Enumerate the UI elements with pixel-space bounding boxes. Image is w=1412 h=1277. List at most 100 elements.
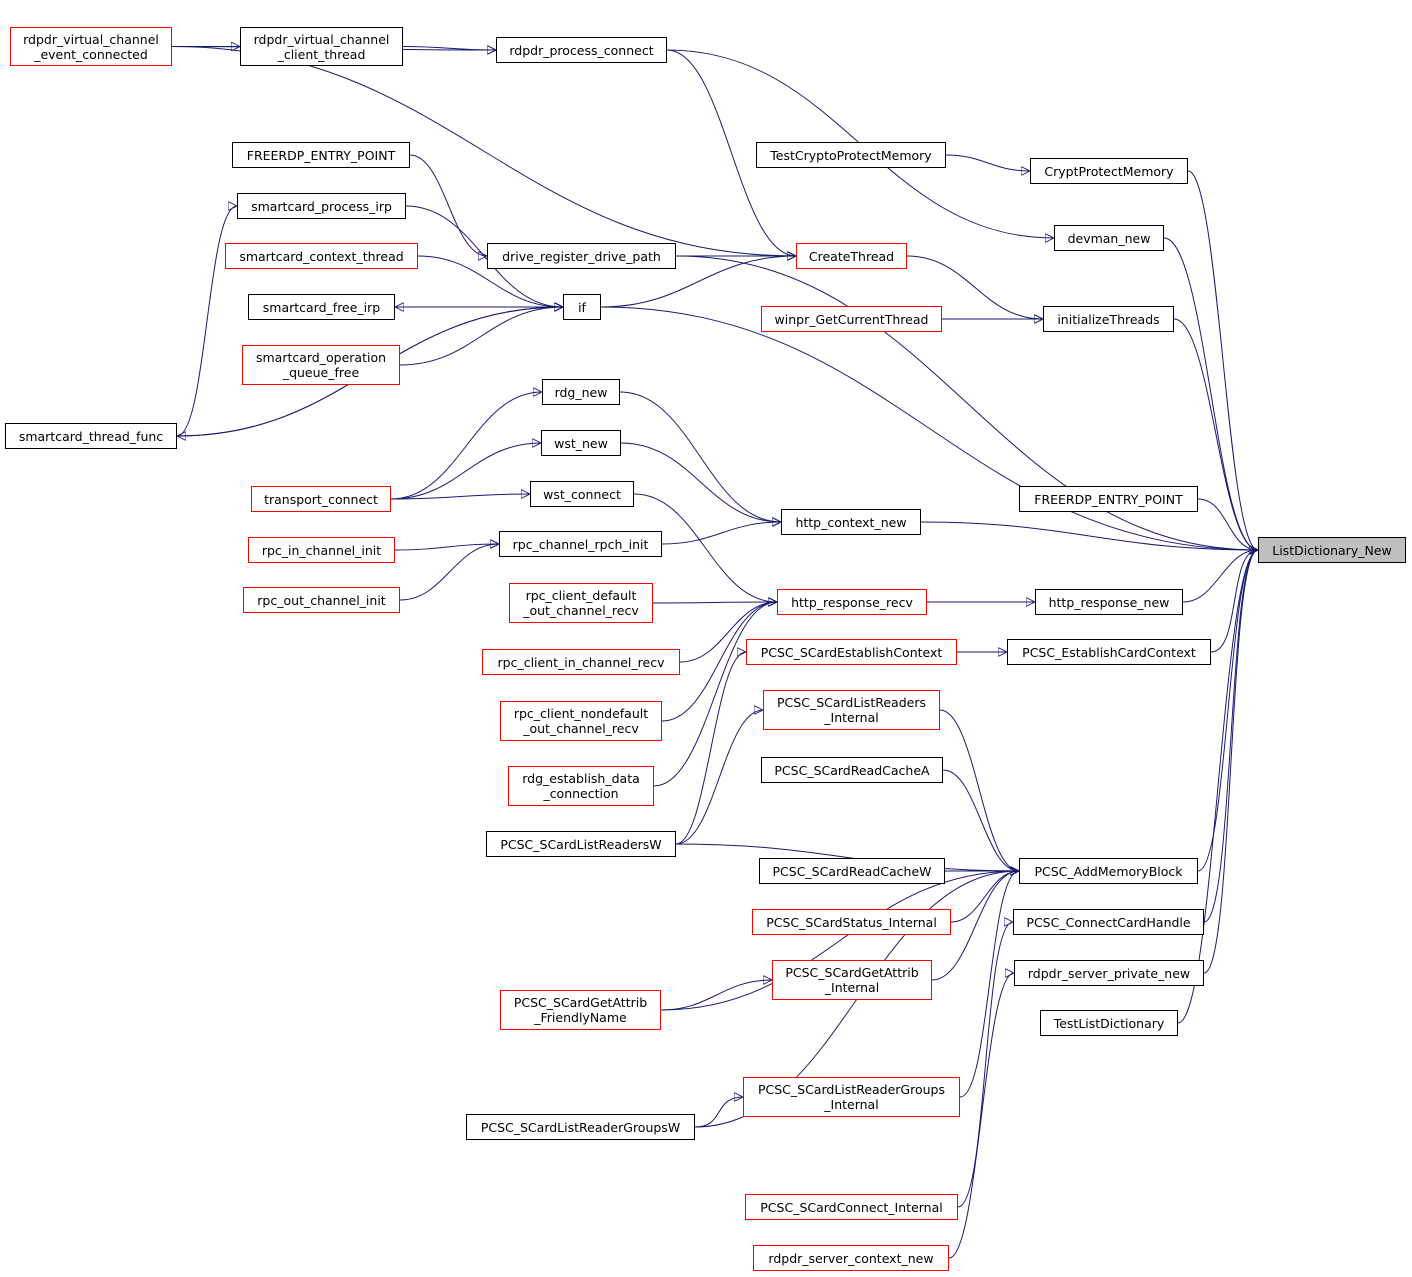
edge-test-crypto-protect-memory-to-crypt-protect-memory	[945, 154, 1030, 171]
node-pcsc-scard-list-reader-groups-internal[interactable]: PCSC_SCardListReaderGroups _Internal	[743, 1077, 960, 1117]
node-rdg-establish-data-connection[interactable]: rdg_establish_data _connection	[508, 766, 654, 806]
edge-pcsc-scard-read-cache-a-to-pcsc-add-memory-block	[942, 769, 1019, 871]
node-rdpdr-server-private-new[interactable]: rdpdr_server_private_new	[1014, 960, 1204, 986]
edge-pcsc-scard-status-internal-to-pcsc-add-memory-block	[950, 871, 1019, 923]
edge-rpc-channel-rpch-init-to-http-context-new	[661, 522, 781, 545]
node-list-dictionary-new[interactable]: ListDictionary_New	[1258, 537, 1406, 563]
node-rpc-channel-rpch-init[interactable]: rpc_channel_rpch_init	[499, 531, 662, 557]
edge-rdg-new-to-http-context-new	[619, 391, 781, 522]
edge-pcsc-scard-get-attrib-friendly-name-to-pcsc-add-memory-block	[660, 871, 1019, 1011]
node-smartcard-operation-queue-free[interactable]: smartcard_operation _queue_free	[242, 345, 400, 385]
edge-rdg-establish-data-connection-to-http-response-recv	[653, 602, 777, 787]
node-initialize-threads[interactable]: initializeThreads	[1043, 306, 1174, 332]
node-pcsc-scard-status-internal[interactable]: PCSC_SCardStatus_Internal	[752, 909, 951, 935]
node-smartcard-context-thread[interactable]: smartcard_context_thread	[225, 243, 418, 269]
node-rdpdr-process-connect[interactable]: rdpdr_process_connect	[496, 37, 667, 63]
node-freerdp-entry-point-1[interactable]: FREERDP_ENTRY_POINT	[232, 142, 410, 168]
edge-rdpdr-server-context-new-to-rdpdr-server-private-new	[948, 973, 1015, 1259]
edge-smartcard-context-thread-to-if	[417, 255, 563, 307]
node-rdg-new[interactable]: rdg_new	[542, 379, 620, 405]
edge-smartcard-process-irp-to-if	[405, 205, 563, 307]
node-pcsc-scard-list-readers-w[interactable]: PCSC_SCardListReadersW	[486, 831, 676, 857]
edge-rdpdr-process-connect-to-create-thread	[666, 49, 796, 256]
node-drive-register-drive-path[interactable]: drive_register_drive_path	[487, 243, 676, 269]
node-pcsc-scard-connect-internal[interactable]: PCSC_SCardConnect_Internal	[745, 1194, 958, 1220]
edge-freerdp-entry-point-1-to-drive-register-drive-path	[409, 154, 487, 256]
node-pcsc-scard-read-cache-a[interactable]: PCSC_SCardReadCacheA	[761, 757, 943, 783]
node-smartcard-process-irp[interactable]: smartcard_process_irp	[237, 193, 406, 219]
node-freerdp-entry-point-2[interactable]: FREERDP_ENTRY_POINT	[1019, 486, 1198, 512]
edge-pcsc-connect-card-handle-to-list-dictionary-new	[1203, 550, 1259, 923]
edge-rpc-client-in-channel-recv-to-http-response-recv	[679, 602, 777, 663]
edge-rpc-client-default-out-channel-recv-to-http-response-recv	[652, 602, 777, 603]
edge-freerdp-entry-point-2-to-list-dictionary-new	[1197, 498, 1258, 550]
node-pcsc-scard-establish-context[interactable]: PCSC_SCardEstablishContext	[746, 639, 957, 665]
edge-pcsc-scard-list-reader-groups-internal-to-pcsc-add-memory-block	[959, 871, 1020, 1098]
edge-wst-new-to-http-context-new	[620, 442, 781, 522]
edge-pcsc-scard-connect-internal-to-pcsc-connect-card-handle	[957, 922, 1014, 1208]
node-rpc-out-channel-init[interactable]: rpc_out_channel_init	[243, 587, 400, 613]
node-pcsc-scard-list-reader-groups-w[interactable]: PCSC_SCardListReaderGroupsW	[466, 1114, 695, 1140]
node-crypt-protect-memory[interactable]: CryptProtectMemory	[1030, 158, 1188, 184]
node-rpc-client-nondefault-out-channel-recv[interactable]: rpc_client_nondefault _out_channel_recv	[500, 701, 662, 741]
node-http-response-recv[interactable]: http_response_recv	[777, 589, 927, 615]
edge-devman-new-to-list-dictionary-new	[1163, 237, 1259, 550]
node-devman-new[interactable]: devman_new	[1054, 225, 1164, 251]
node-wst-new[interactable]: wst_new	[541, 430, 621, 456]
edge-initialize-threads-to-list-dictionary-new	[1173, 318, 1259, 550]
node-smartcard-thread-func[interactable]: smartcard_thread_func	[5, 423, 177, 449]
node-rpc-in-channel-init[interactable]: rpc_in_channel_init	[248, 537, 395, 563]
edge-pcsc-establish-card-context-to-list-dictionary-new	[1210, 550, 1259, 653]
edge-rpc-client-nondefault-out-channel-recv-to-http-response-recv	[661, 602, 777, 722]
edge-pcsc-scard-get-attrib-friendly-name-to-pcsc-scard-get-attrib-internal	[660, 980, 772, 1011]
node-pcsc-establish-card-context[interactable]: PCSC_EstablishCardContext	[1007, 639, 1211, 665]
node-rpc-client-in-channel-recv[interactable]: rpc_client_in_channel_recv	[482, 649, 680, 675]
edge-http-response-new-to-list-dictionary-new	[1182, 550, 1258, 603]
edge-wst-connect-to-http-response-recv	[633, 493, 777, 602]
node-transport-connect[interactable]: transport_connect	[251, 486, 391, 512]
edge-smartcard-thread-func-to-smartcard-process-irp	[176, 206, 238, 437]
node-pcsc-scard-read-cache-w[interactable]: PCSC_SCardReadCacheW	[759, 858, 945, 884]
node-rpc-client-default-out-channel-recv[interactable]: rpc_client_default _out_channel_recv	[509, 583, 653, 623]
node-pcsc-scard-list-readers-internal[interactable]: PCSC_SCardListReaders _Internal	[763, 690, 940, 730]
edge-if-to-create-thread	[600, 256, 796, 308]
edge-test-list-dictionary-to-list-dictionary-new	[1177, 550, 1259, 1024]
node-wst-connect[interactable]: wst_connect	[530, 481, 634, 507]
node-pcsc-scard-get-attrib-internal[interactable]: PCSC_SCardGetAttrib _Internal	[772, 960, 932, 1000]
edge-pcsc-scard-get-attrib-internal-to-pcsc-add-memory-block	[931, 871, 1019, 981]
node-rdpdr-server-context-new[interactable]: rdpdr_server_context_new	[753, 1245, 949, 1271]
edge-pcsc-add-memory-block-to-list-dictionary-new	[1197, 550, 1259, 872]
node-smartcard-free-irp[interactable]: smartcard_free_irp	[248, 294, 395, 320]
node-http-response-new[interactable]: http_response_new	[1035, 589, 1183, 615]
node-test-crypto-protect-memory[interactable]: TestCryptoProtectMemory	[756, 142, 946, 168]
edge-if-to-list-dictionary-new	[600, 306, 1258, 550]
node-pcsc-connect-card-handle[interactable]: PCSC_ConnectCardHandle	[1013, 909, 1204, 935]
node-pcsc-add-memory-block[interactable]: PCSC_AddMemoryBlock	[1019, 858, 1198, 884]
node-pcsc-scard-get-attrib-friendly-name[interactable]: PCSC_SCardGetAttrib _FriendlyName	[500, 990, 661, 1030]
edge-transport-connect-to-rdg-new	[390, 392, 542, 500]
edge-crypt-protect-memory-to-list-dictionary-new	[1187, 170, 1259, 550]
edge-transport-connect-to-wst-new	[390, 443, 541, 500]
node-create-thread[interactable]: CreateThread	[796, 243, 907, 269]
edge-rdpdr-server-private-new-to-list-dictionary-new	[1203, 550, 1259, 974]
edge-transport-connect-to-wst-connect	[390, 494, 530, 500]
edge-drive-register-drive-path-to-list-dictionary-new	[675, 255, 1258, 550]
edge-pcsc-scard-list-readers-w-to-pcsc-scard-establish-context	[675, 652, 747, 845]
edge-pcsc-scard-list-readers-internal-to-pcsc-add-memory-block	[939, 709, 1020, 871]
edge-http-context-new-to-list-dictionary-new	[920, 521, 1258, 550]
edge-smartcard-operation-queue-free-to-if	[399, 307, 563, 366]
edge-rdpdr-vc-client-thread-to-rdpdr-process-connect	[402, 47, 496, 51]
edge-pcsc-scard-list-readers-w-to-pcsc-scard-list-readers-internal	[675, 710, 763, 845]
edge-pcsc-scard-list-readers-w-to-pcsc-add-memory-block	[675, 843, 1019, 871]
node-test-list-dictionary[interactable]: TestListDictionary	[1040, 1010, 1178, 1036]
node-rdpdr-virtual-channel-event-connected[interactable]: rdpdr_virtual_channel _event_connected	[10, 27, 172, 66]
edge-create-thread-to-initialize-threads	[906, 255, 1043, 319]
edge-pcsc-scard-list-reader-groups-w-to-pcsc-scard-list-reader-groups-internal	[694, 1097, 743, 1128]
node-if[interactable]: if	[563, 294, 601, 320]
node-rdpdr-virtual-channel-client-thread[interactable]: rdpdr_virtual_channel _client_thread	[240, 27, 403, 66]
node-winpr-get-current-thread[interactable]: winpr_GetCurrentThread	[761, 306, 942, 332]
edge-rpc-in-channel-init-to-rpc-channel-rpch-init	[394, 544, 499, 551]
node-http-context-new[interactable]: http_context_new	[781, 509, 921, 535]
